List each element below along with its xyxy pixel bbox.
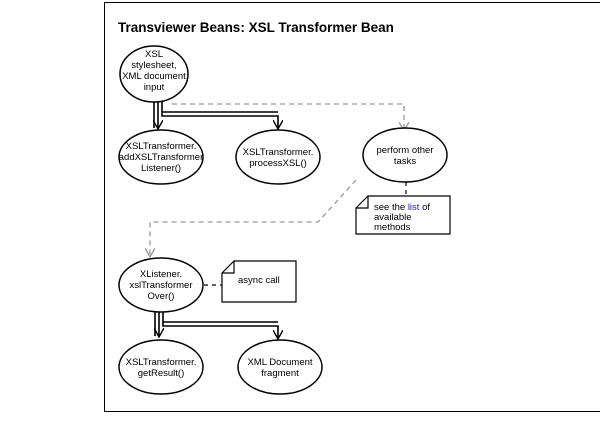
node-listener-over-line1: XListener. [140, 269, 182, 280]
node-listener-over-line2: xslTransformer [130, 280, 193, 291]
dashed-connectors [150, 103, 404, 256]
methods-list-link[interactable]: list [408, 202, 420, 213]
flow-over-to-fragment [162, 311, 278, 338]
node-add-listener-line2: addXSLTransformer [119, 152, 203, 163]
note-methods-line2: available [374, 212, 412, 223]
note-async-call: async call [221, 260, 297, 303]
node-add-listener: XSLTransformer. addXSLTransformer Listen… [118, 129, 204, 185]
node-perform-tasks-line2: tasks [394, 156, 416, 167]
node-listener-over-line3: Over() [148, 291, 175, 302]
note-async-call-text: async call [238, 275, 280, 286]
note-available-methods: see the list of available methods [355, 195, 451, 235]
node-input-line2: stylesheet, [131, 60, 176, 71]
node-fragment-line1: XML Document [247, 357, 312, 368]
flow-tasks-to-listener [150, 179, 357, 256]
node-input-line4: input [144, 82, 165, 93]
node-process-xsl: XSLTransformer. processXSL() [235, 129, 321, 185]
node-listener-over: XListener. xslTransformer Over() [118, 257, 204, 313]
node-get-result-line1: XSLTransformer. [126, 357, 197, 368]
node-perform-tasks-line1: perform other [376, 145, 433, 156]
node-get-result: XSLTransformer. getResult() [118, 339, 204, 395]
note-methods-line1: see the list of [374, 202, 430, 213]
note-methods-line3: methods [374, 222, 411, 233]
solid-connectors [154, 102, 278, 338]
node-process-xsl-line1: XSLTransformer. [243, 147, 314, 158]
node-fragment-line2: fragment [261, 368, 299, 379]
node-add-listener-line3: Listener() [141, 163, 181, 174]
diagram-frame [104, 2, 600, 412]
node-input-line3: XML document [122, 71, 186, 82]
node-fragment: XML Document fragment [237, 339, 323, 395]
node-perform-tasks: perform other tasks [362, 127, 448, 183]
diagram-title: Transviewer Beans: XSL Transformer Bean [118, 20, 394, 35]
node-add-listener-line1: XSLTransformer. [126, 141, 197, 152]
flow-input-to-tasks [172, 103, 404, 130]
node-get-result-line2: getResult() [138, 368, 184, 379]
node-input-line1: XSL [145, 49, 163, 60]
flow-input-to-process [161, 102, 278, 128]
node-process-xsl-line2: processXSL() [249, 158, 307, 169]
node-input: XSL stylesheet, XML document input [119, 45, 189, 103]
note-connectors [204, 182, 407, 286]
